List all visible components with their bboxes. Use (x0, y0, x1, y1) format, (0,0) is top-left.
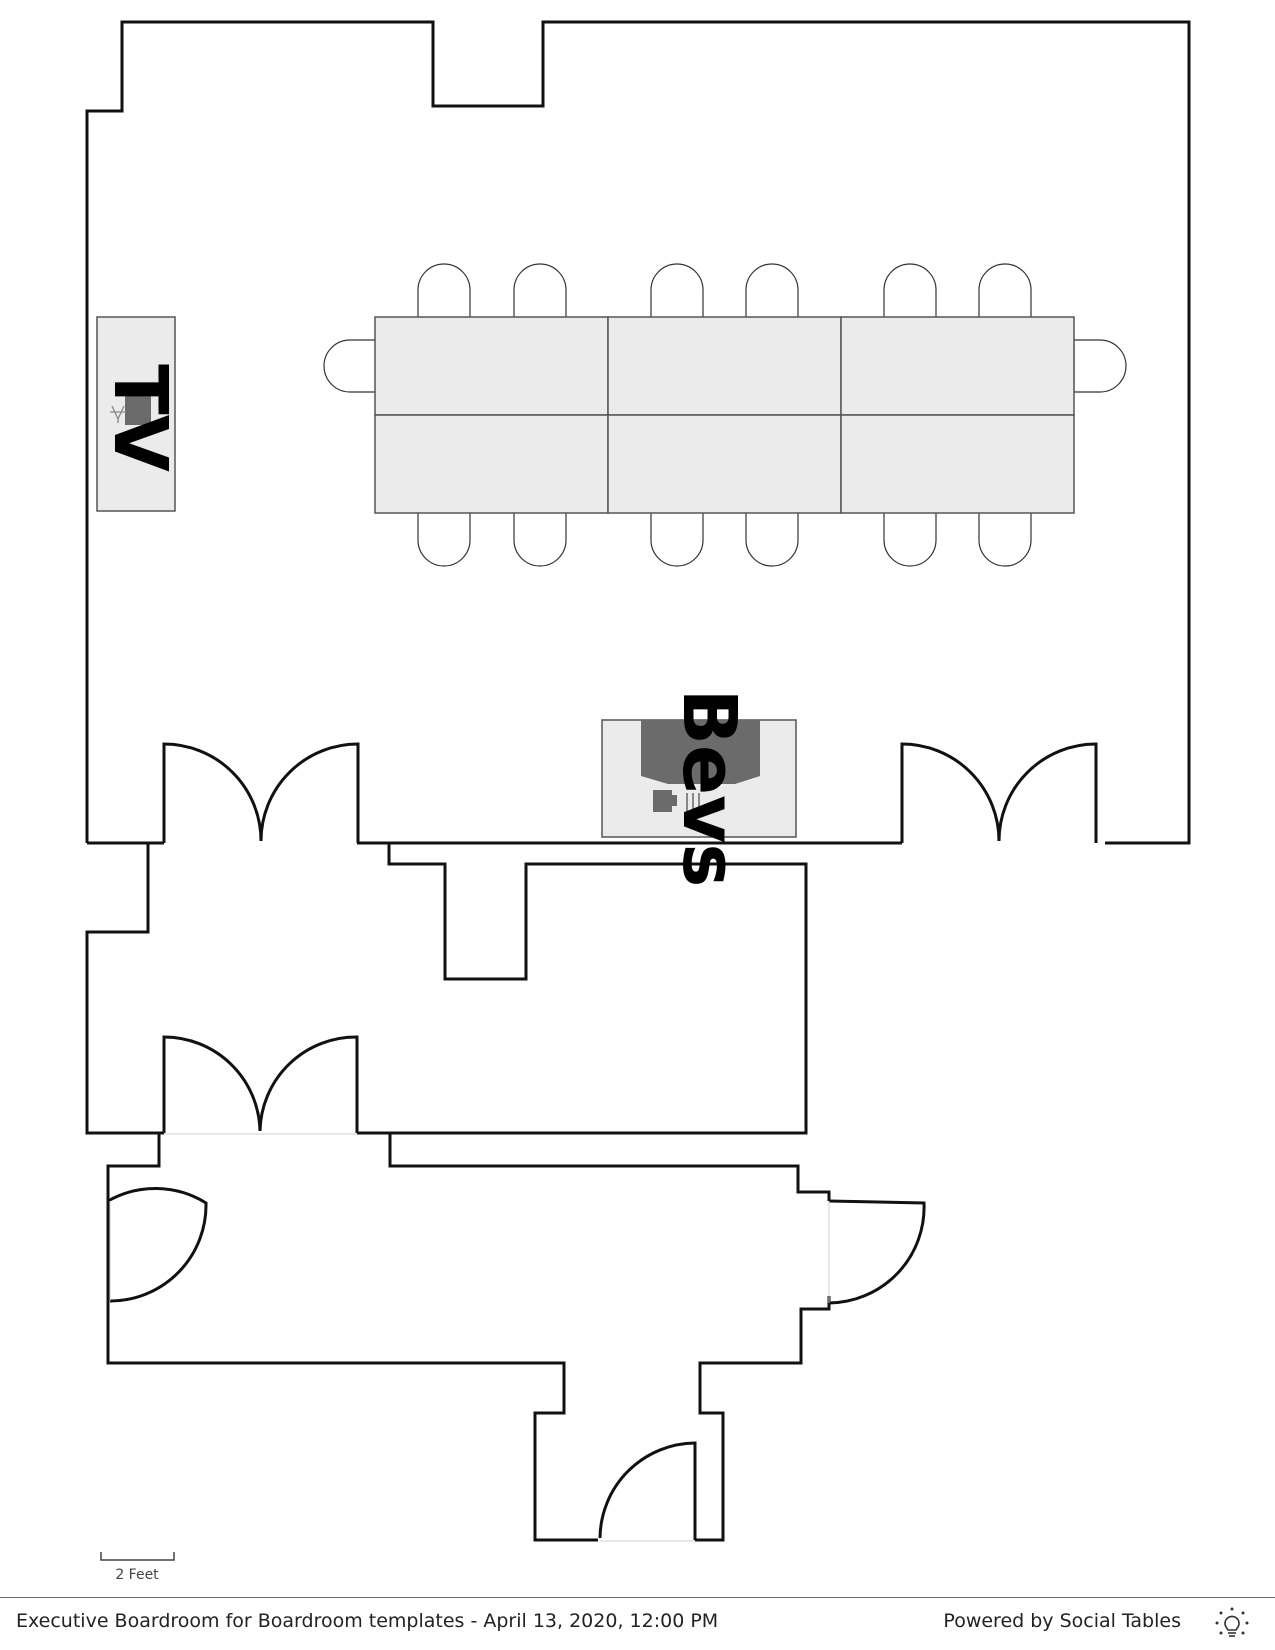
chair (978, 511, 1032, 567)
bevs-label: Bevs (666, 689, 752, 888)
chair (745, 511, 799, 567)
tv-label: TV (97, 364, 183, 472)
corridor-right-door (828, 1199, 926, 1305)
cup-icon (653, 790, 677, 812)
tv-screen-icon (125, 391, 151, 425)
scale-label: 2 Feet (115, 1567, 159, 1583)
table-segment (840, 414, 1075, 514)
sun-icon (1215, 1607, 1249, 1637)
footer-divider (0, 1597, 1275, 1598)
chair (650, 511, 704, 567)
chair (513, 511, 567, 567)
conference-table (374, 316, 1075, 514)
table-segment (374, 414, 609, 514)
scale-bar: 2 Feet (100, 1552, 175, 1583)
boardroom-right-double-door (900, 742, 1098, 843)
table-segment (840, 316, 1075, 416)
corridor-left-door (106, 1187, 208, 1303)
chair (650, 263, 704, 319)
table-segment (374, 316, 609, 416)
table-segment (607, 316, 842, 416)
boardroom-left-double-door (162, 742, 360, 843)
chair (745, 263, 799, 319)
chair (883, 263, 937, 319)
middle-room-double-door (162, 1035, 359, 1133)
middle-room-wall (85, 843, 808, 1135)
chair (417, 263, 471, 319)
tripod-icon (110, 405, 126, 423)
boardroom-wall (85, 20, 1191, 845)
chair (323, 339, 377, 393)
corridor-wall-top (388, 1133, 831, 1201)
chair (1073, 339, 1127, 393)
chair (883, 511, 937, 567)
chairs (323, 263, 1127, 567)
bottom-door (598, 1441, 697, 1540)
table-segment (607, 414, 842, 514)
beverage-station: Bevs (601, 689, 797, 888)
beverage-dispenser-icon (641, 720, 760, 784)
tv-station: TV (96, 316, 183, 512)
chair (417, 511, 471, 567)
floor-plan: TV Bevs 2 Feet (85, 20, 1191, 1583)
powered-by-text: Powered by Social Tables (943, 1610, 1181, 1632)
footer-title: Executive Boardroom for Boardroom templa… (16, 1610, 719, 1632)
corridor-wall (106, 1133, 831, 1542)
chair (513, 263, 567, 319)
chair (978, 263, 1032, 319)
